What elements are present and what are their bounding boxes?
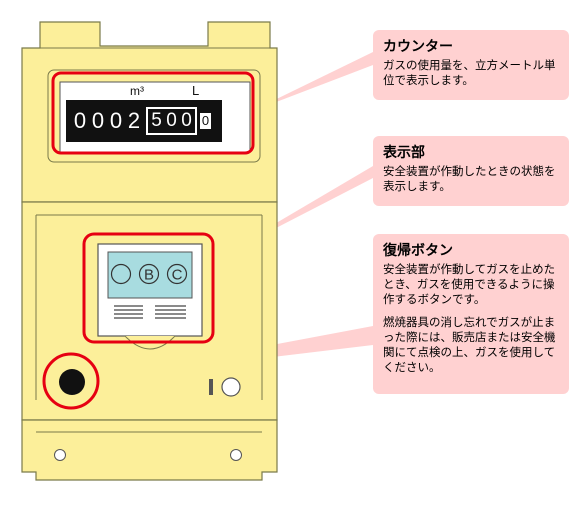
side-knob: [221, 377, 241, 397]
indicator-bar: [209, 379, 213, 395]
counter-digits: 0 0 0 2 5 0 0 0: [71, 106, 211, 136]
counter-pointer: [250, 52, 373, 112]
bottom-screw-left: [54, 449, 66, 461]
counter-liter-digit: 0: [166, 110, 177, 131]
counter-digit: 0: [109, 108, 123, 133]
display-symbol-b: B: [144, 267, 154, 284]
display-callout-title: 表示部: [383, 145, 425, 161]
reset-callout-note: 燃焼器具の消し忘れでガスが止まった際には、販売店または安全機関にて点検の上、ガス…: [383, 315, 556, 374]
reset-button[interactable]: [59, 369, 85, 395]
reset-callout: 復帰ボタン 安全装置が作動してガスを止めたとき、ガスを使用できるように操作するボ…: [373, 234, 569, 394]
display-text-lines: [114, 305, 186, 319]
display-callout-text: 安全装置が作動したときの状態を表示します。: [383, 164, 556, 193]
bottom-screw-right: [230, 449, 242, 461]
display-callout: 表示部 安全装置が作動したときの状態を表示します。: [373, 136, 569, 206]
counter-liter-digit: 5: [151, 110, 162, 131]
display-symbol-b-ring: [138, 263, 160, 285]
display-symbol-blank: [110, 263, 132, 285]
reset-callout-text: 安全装置が作動してガスを止めたとき、ガスを使用できるように操作するボタンです。: [383, 262, 556, 306]
display-symbol-c-ring: [166, 263, 188, 285]
counter-liter-box: 5 0 0: [146, 107, 197, 135]
counter-last-digit: 0: [200, 113, 211, 129]
counter-unit-l: L: [192, 83, 200, 98]
counter-unit-m3: m³: [130, 84, 144, 98]
counter-liter-digit: 0: [181, 110, 192, 131]
display-screen: [107, 251, 193, 299]
counter-callout: カウンター ガスの使用量を、立方メートル単位で表示します。: [373, 30, 569, 100]
counter-digit: 2: [127, 108, 141, 133]
display-highlight: [82, 232, 215, 344]
reset-callout-title: 復帰ボタン: [383, 243, 453, 259]
counter-callout-title: カウンター: [383, 39, 453, 55]
display-symbol-c: C: [172, 267, 183, 284]
counter-highlight: [51, 71, 255, 155]
meter-bottom-body: [21, 419, 278, 481]
counter-callout-text: ガスの使用量を、立方メートル単位で表示します。: [383, 58, 556, 87]
counter-digit: 0: [91, 108, 105, 133]
counter-digit: 0: [73, 108, 87, 133]
reset-highlight: [42, 352, 100, 410]
